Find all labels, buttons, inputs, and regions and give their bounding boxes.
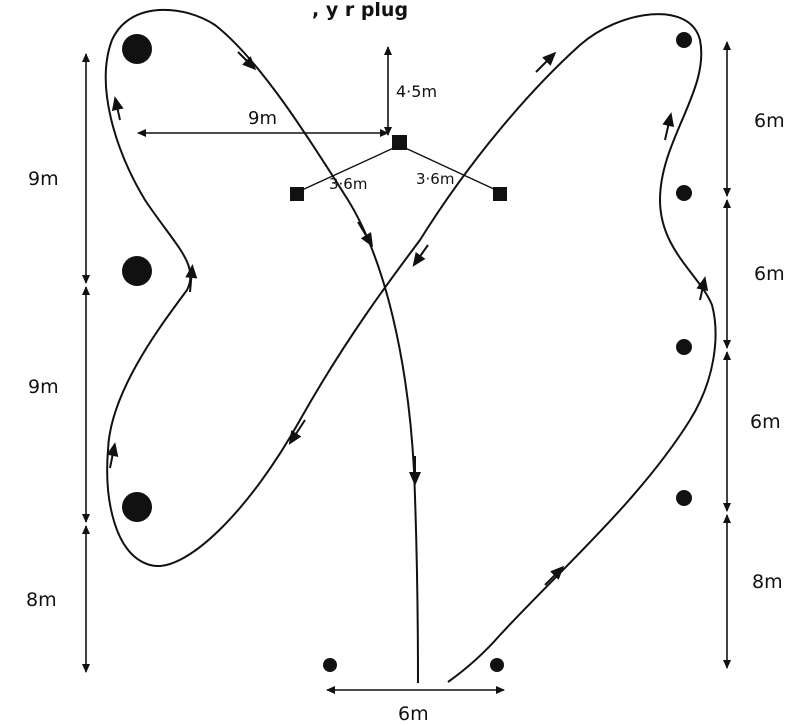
label-offset-top: 4·5m xyxy=(396,82,437,101)
start-pole-left xyxy=(323,658,337,672)
pole-right-2 xyxy=(676,185,692,201)
marker-left xyxy=(290,187,304,201)
pole-right-1 xyxy=(676,32,692,48)
pole-right-4 xyxy=(676,490,692,506)
label-right-2: 6m xyxy=(754,263,785,285)
flow-arrow xyxy=(237,51,257,71)
barrel-left-bottom xyxy=(122,492,152,522)
marker-link-left xyxy=(301,145,399,191)
pole-right-3 xyxy=(676,339,692,355)
flow-arrow xyxy=(111,96,124,121)
label-left-2: 9m xyxy=(28,376,59,398)
label-half-width: 9m xyxy=(248,108,277,129)
caption-text: , y r plug xyxy=(312,0,408,21)
marker-right xyxy=(493,187,507,201)
label-diag-right: 3·6m xyxy=(416,170,454,188)
flow-arrow xyxy=(288,419,306,446)
label-left-1: 9m xyxy=(28,168,59,190)
flow-arrow xyxy=(106,442,119,469)
flow-arrow xyxy=(185,264,198,293)
label-left-3: 8m xyxy=(26,589,57,611)
flow-arrow xyxy=(544,565,565,586)
barrel-left-top xyxy=(122,34,152,64)
flow-arrow xyxy=(412,244,429,267)
marker-centre xyxy=(392,135,407,150)
label-bottom: 6m xyxy=(398,703,429,725)
barrel-left-middle xyxy=(122,256,152,286)
flow-arrow xyxy=(662,112,675,141)
marker-link-right xyxy=(400,145,497,191)
flow-arrow xyxy=(696,276,709,301)
label-right-4: 8m xyxy=(752,571,783,593)
label-diag-left: 3·6m xyxy=(329,175,367,193)
flow-arrow xyxy=(357,221,374,248)
start-pole-right xyxy=(490,658,504,672)
label-right-3: 6m xyxy=(750,411,781,433)
flow-arrow xyxy=(535,51,557,73)
pattern-path xyxy=(104,8,717,684)
label-right-1: 6m xyxy=(754,110,785,132)
